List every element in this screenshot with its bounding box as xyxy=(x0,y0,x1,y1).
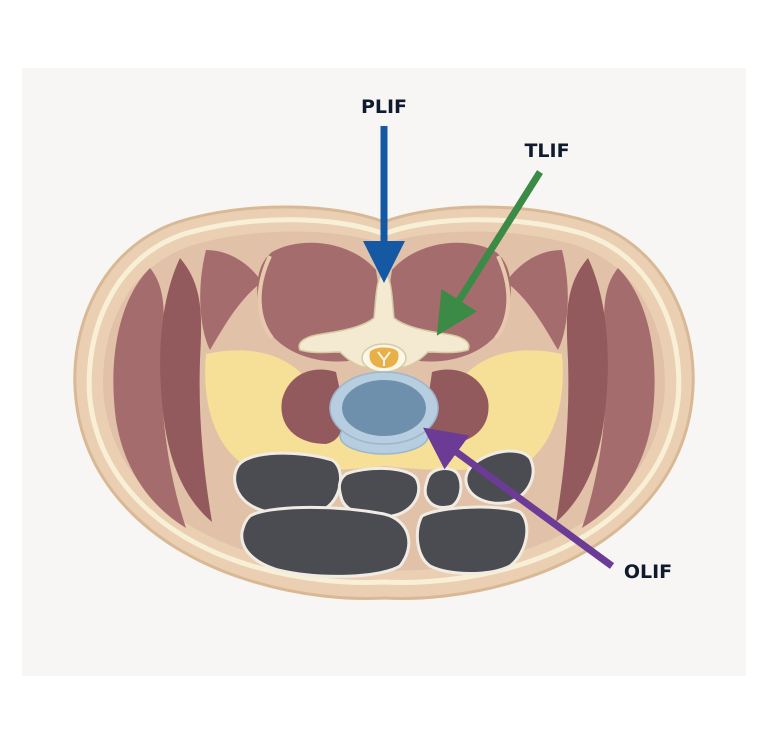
right-lateral-muscle-inner xyxy=(506,250,568,350)
tlif-arrow xyxy=(436,170,543,336)
left-psoas-muscle xyxy=(281,369,344,444)
left-lateral-muscle-middle xyxy=(160,258,212,522)
bowel-loop xyxy=(233,451,343,517)
right-psoas-muscle xyxy=(426,369,489,444)
subcutaneous-layer xyxy=(86,217,682,585)
left-lateral-muscle-outer xyxy=(113,268,186,528)
right-multifidus-fascia xyxy=(494,255,511,340)
spinal-cord xyxy=(369,347,399,368)
olif-arrow xyxy=(423,427,615,569)
left-lateral-muscle-inner xyxy=(200,250,262,350)
bowel-loop xyxy=(415,505,529,575)
tlif-label: TLIF xyxy=(524,140,569,162)
right-lateral-muscle-outer xyxy=(582,268,655,528)
right-lateral-muscle-middle xyxy=(556,258,608,522)
left-multifidus-fascia xyxy=(257,255,274,340)
spinal-cord-grey-matter xyxy=(377,351,391,366)
bowel-loop xyxy=(240,505,411,578)
disc-nucleus xyxy=(342,380,426,436)
bowel-loop xyxy=(423,467,463,510)
bowel-loops xyxy=(233,449,535,578)
bowel-loop xyxy=(464,449,535,505)
olif-label: OLIF xyxy=(624,561,672,583)
plif-label: PLIF xyxy=(361,96,407,118)
